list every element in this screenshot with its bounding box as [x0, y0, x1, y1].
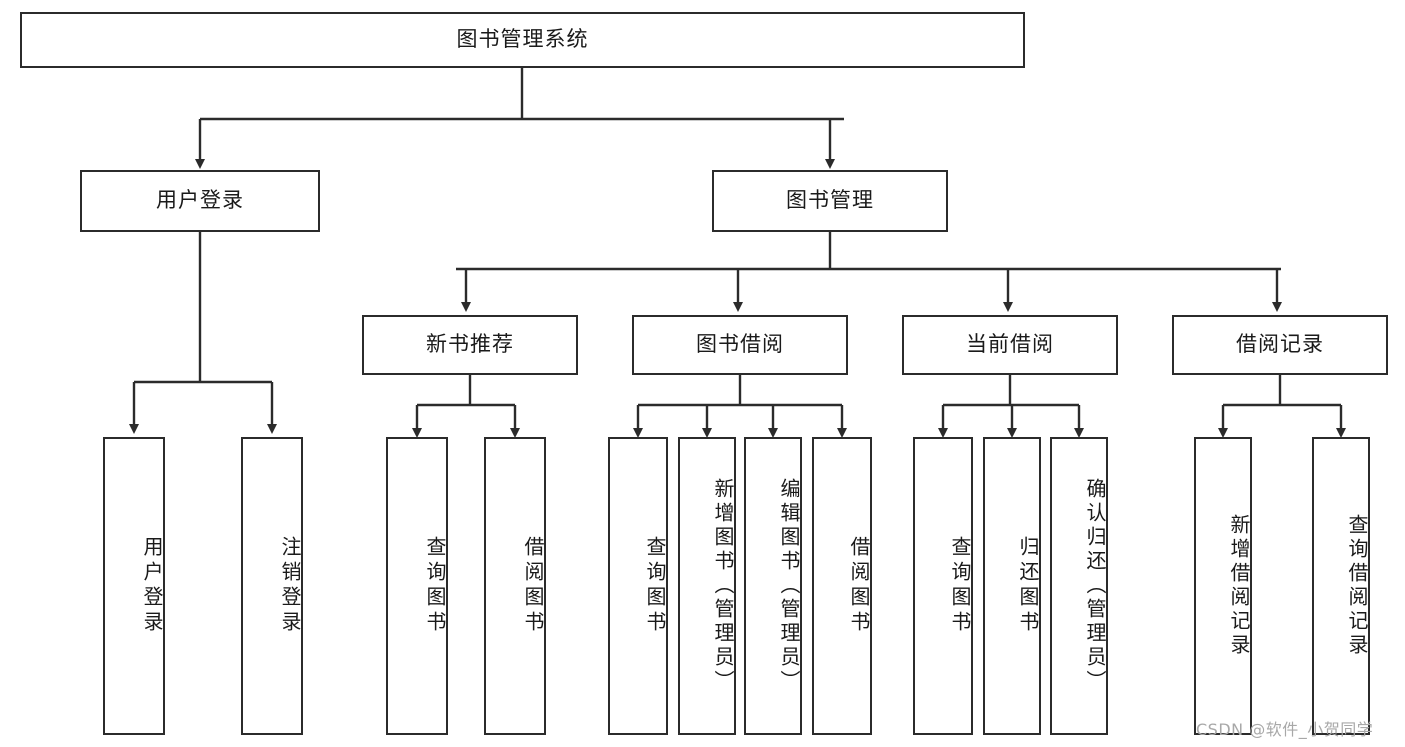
node-leaf-add-book-admin[interactable]: 新增图书（管理员）	[678, 437, 736, 735]
node-leaf-confirm-return-admin[interactable]: 确认归还（管理员）	[1050, 437, 1108, 735]
node-leaf-edit-book-admin[interactable]: 编辑图书（管理员）	[744, 437, 802, 735]
node-leaf-query-book-borrow[interactable]: 查询图书	[608, 437, 668, 735]
node-current-borrow[interactable]: 当前借阅	[902, 315, 1118, 375]
node-user-login[interactable]: 用户登录	[80, 170, 320, 232]
node-borrow-record[interactable]: 借阅记录	[1172, 315, 1388, 375]
node-book-borrow[interactable]: 图书借阅	[632, 315, 848, 375]
node-root-system[interactable]: 图书管理系统	[20, 12, 1025, 68]
node-leaf-borrow-book-recommend[interactable]: 借阅图书	[484, 437, 546, 735]
node-leaf-borrow-book-borrow[interactable]: 借阅图书	[812, 437, 872, 735]
node-leaf-return-book[interactable]: 归还图书	[983, 437, 1041, 735]
node-leaf-add-borrow-record[interactable]: 新增借阅记录	[1194, 437, 1252, 735]
node-leaf-logout-login[interactable]: 注销登录	[241, 437, 303, 735]
node-leaf-query-book-recommend[interactable]: 查询图书	[386, 437, 448, 735]
node-new-book-recommend[interactable]: 新书推荐	[362, 315, 578, 375]
node-book-manage[interactable]: 图书管理	[712, 170, 948, 232]
node-leaf-user-login[interactable]: 用户登录	[103, 437, 165, 735]
node-leaf-query-book-current[interactable]: 查询图书	[913, 437, 973, 735]
node-leaf-query-borrow-record[interactable]: 查询借阅记录	[1312, 437, 1370, 735]
csdn-watermark: CSDN @软件_小贺同学	[1196, 720, 1374, 739]
